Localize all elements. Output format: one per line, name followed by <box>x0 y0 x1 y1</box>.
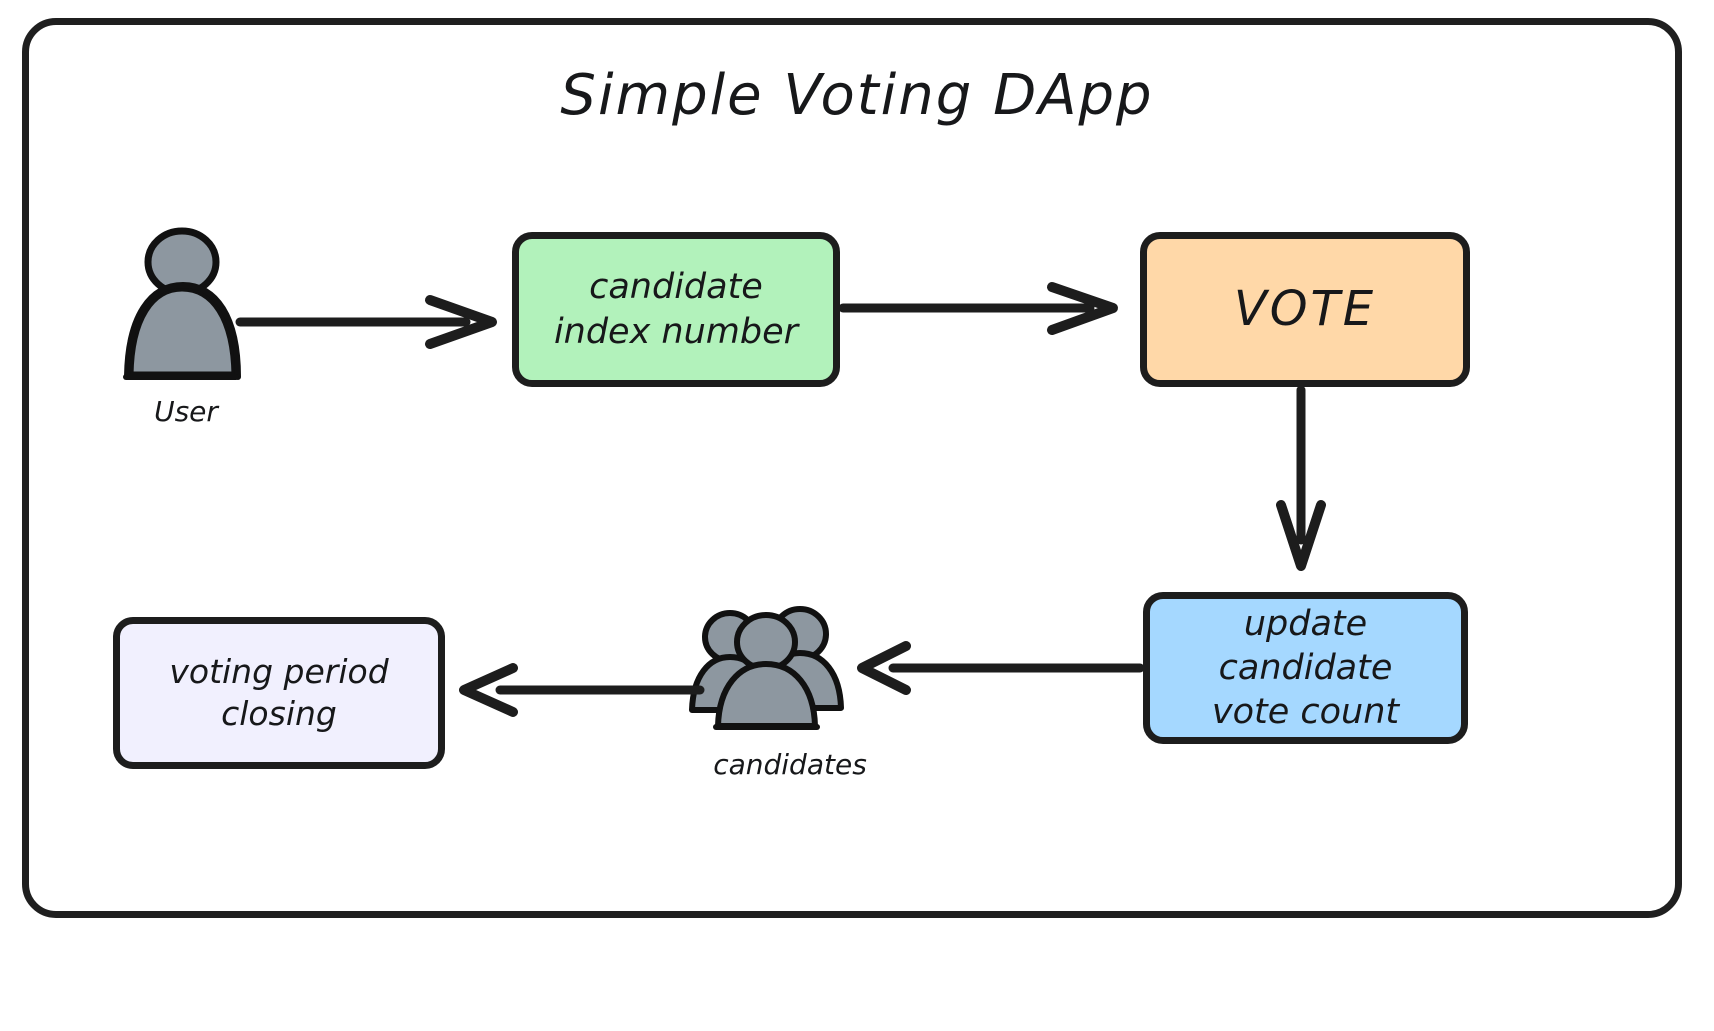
user-caption: User <box>154 395 218 428</box>
node-voting-closing-label: voting period closing <box>169 652 389 733</box>
node-vote-label: VOTE <box>1233 281 1377 338</box>
node-update-count-label: update candidate vote count <box>1211 603 1400 733</box>
node-vote[interactable]: VOTE <box>1140 232 1470 387</box>
diagram-frame <box>22 18 1682 918</box>
node-candidate-index[interactable]: candidate index number <box>512 232 840 387</box>
node-voting-closing[interactable]: voting period closing <box>113 617 445 769</box>
candidates-caption: candidates <box>713 748 867 781</box>
node-candidate-index-label: candidate index number <box>553 267 799 352</box>
node-update-count[interactable]: update candidate vote count <box>1143 592 1468 744</box>
diagram-title: Simple Voting DApp <box>560 63 1154 128</box>
